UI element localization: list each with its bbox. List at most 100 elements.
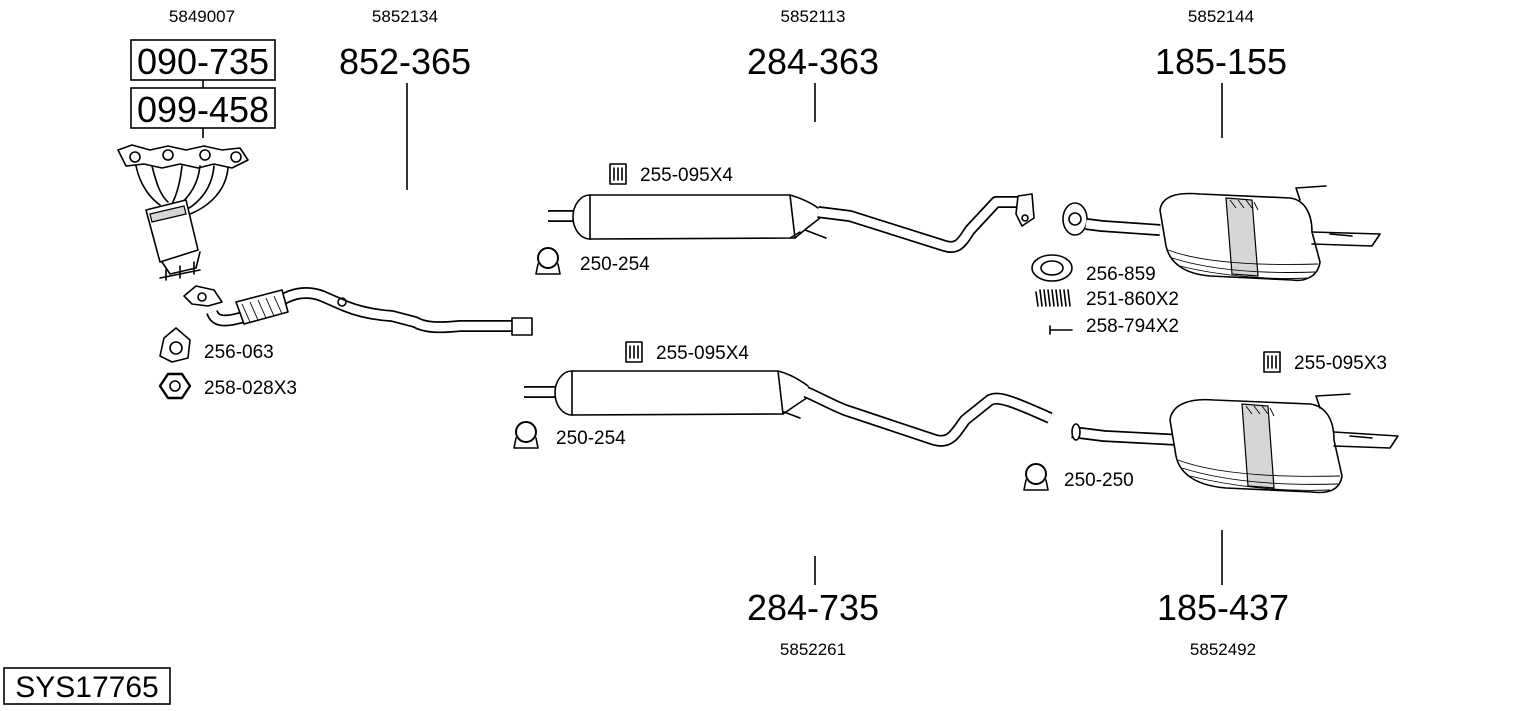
rear-muffler-top-labels: 5852144 185-155: [1155, 7, 1287, 138]
manifold-part-number-1[interactable]: 090-735: [137, 41, 269, 82]
nut-part-number: 258-028X3: [204, 378, 297, 399]
mid-muffler-bottom-body: [571, 370, 784, 416]
manifold-labels: 5849007 090-735 099-458: [130, 7, 276, 138]
mid-muffler-bottom-part-number[interactable]: 284-735: [747, 587, 879, 628]
front-pipe-labels: 5852134 852-365: [339, 7, 471, 190]
manifold-flange-hole: [129, 151, 141, 163]
front-pipe-part-number[interactable]: 852-365: [339, 41, 471, 82]
rubber-mount-detail: [1267, 355, 1277, 369]
rear-muffler-top-drawing[interactable]: [1062, 185, 1381, 282]
rubber-mount-detail: [629, 345, 639, 359]
rear-muffler-bottom-tailpipe: [1315, 393, 1399, 449]
front-pipe-flange: [183, 285, 223, 307]
accessory-gasket-triangle[interactable]: 256-063: [159, 327, 274, 363]
front-pipe-flange-hole: [197, 292, 207, 302]
accessory-mount-bottom-mid[interactable]: 255-095X4: [625, 341, 749, 364]
mount-top-mid-part-number: 255-095X4: [640, 165, 733, 186]
system-code-box: [3, 667, 171, 705]
rear-muffler-top-inlet-flange: [1062, 202, 1088, 236]
front-pipe-tube-inner: [207, 288, 520, 332]
clamp-icon: [1025, 463, 1047, 485]
gasket-triangle-icon: [159, 327, 191, 363]
catalytic-converter-studs: [159, 261, 201, 281]
mid-muffler-top-outlet-flange: [1015, 193, 1035, 227]
mid-muffler-top-part-number[interactable]: 284-363: [747, 41, 879, 82]
spring-icon: [1035, 289, 1071, 307]
clamp-saddle: [513, 437, 539, 449]
mid-muffler-bottom-tailpipe-inner: [804, 388, 1052, 446]
gasket-ring-hole: [1040, 260, 1064, 276]
accessory-mount-top-mid[interactable]: 255-095X4: [609, 163, 733, 186]
catalytic-converter-outlet: [161, 251, 201, 275]
accessory-mount-bottom-rear[interactable]: 255-095X3: [1263, 351, 1387, 374]
mount-bottom-mid-part-number: 255-095X4: [656, 343, 749, 364]
mid-muffler-bottom-oe-number: 5852261: [780, 640, 846, 659]
rubber-mount-detail: [613, 167, 623, 181]
manifold-oe-number: 5849007: [169, 7, 235, 26]
mount-bottom-rear-part-number: 255-095X3: [1294, 353, 1387, 374]
gasket-ring-part-number: 256-859: [1086, 264, 1156, 285]
rear-muffler-top-oe-number: 5852144: [1188, 7, 1254, 26]
system-code: SYS17765: [3, 667, 171, 705]
spring-part-number: 251-860X2: [1086, 289, 1179, 310]
manifold-part-box-1[interactable]: [130, 39, 276, 81]
rear-muffler-bottom-inlet-end: [1071, 423, 1081, 441]
rear-muffler-bottom-hatch: [1245, 405, 1275, 417]
accessory-gasket-ring[interactable]: 256-859: [1031, 254, 1156, 285]
rear-muffler-bottom-hanger: [1349, 435, 1373, 439]
rear-muffler-top-tailpipe: [1295, 185, 1381, 247]
manifold-flange-hole: [230, 151, 242, 163]
manifold-part-number-2[interactable]: 099-458: [137, 89, 269, 130]
bolt-part-number: 258-794X2: [1086, 316, 1179, 337]
rear-muffler-bottom-labels: 185-437 5852492: [1157, 530, 1289, 659]
nut-icon: [158, 372, 192, 400]
mid-muffler-bottom-drawing[interactable]: [524, 370, 1053, 447]
rear-muffler-bottom-ribs: [1177, 459, 1341, 491]
manifold-drawing[interactable]: [117, 144, 249, 281]
front-pipe-drawing[interactable]: [183, 285, 533, 336]
accessory-bolt[interactable]: 258-794X2: [1049, 316, 1179, 337]
mid-muffler-top-drawing[interactable]: [548, 193, 1035, 253]
rear-muffler-bottom-shade: [1241, 403, 1275, 489]
catalytic-converter-band: [149, 205, 187, 223]
rear-muffler-top-shade: [1225, 197, 1259, 277]
mid-muffler-bottom-labels: 284-735 5852261: [747, 556, 879, 659]
clamp-icon: [515, 421, 537, 443]
rear-muffler-top-inlet-hole: [1068, 212, 1082, 226]
rear-muffler-bottom-oe-number: 5852492: [1190, 640, 1256, 659]
system-code-text: SYS17765: [15, 671, 158, 704]
mid-muffler-top-oe-number: 5852113: [781, 7, 846, 26]
manifold-flange-hole: [162, 149, 174, 161]
rear-muffler-top-ribs: [1167, 249, 1319, 279]
clamp-saddle: [535, 263, 561, 275]
manifold-flange-hole: [199, 149, 211, 161]
mid-muffler-top-body: [589, 194, 796, 240]
clamp-icon: [537, 247, 559, 269]
bolt-icon: [1049, 325, 1073, 335]
manifold-part-box-2[interactable]: [130, 87, 276, 129]
rear-muffler-bottom-part-number[interactable]: 185-437: [1157, 587, 1289, 628]
accessory-spring[interactable]: 251-860X2: [1035, 289, 1179, 310]
rear-muffler-top-inlet-pipe-inner: [1085, 219, 1161, 235]
gasket-triangle-hole: [169, 341, 183, 355]
front-pipe-outlet-sleeve: [511, 317, 533, 336]
clamp-bottom-mid-part-number: 250-254: [556, 428, 626, 449]
rear-muffler-top-part-number[interactable]: 185-155: [1155, 41, 1287, 82]
rear-muffler-top-hanger: [1329, 233, 1353, 237]
nut-hole: [169, 380, 181, 392]
front-pipe-flex-mesh: [241, 295, 283, 323]
rear-muffler-bottom-drawing[interactable]: [1071, 393, 1399, 494]
clamp-saddle: [1023, 479, 1049, 491]
front-pipe-oe-number: 5852134: [372, 7, 438, 26]
mid-muffler-top-outlet-taper: [789, 194, 827, 239]
accessory-clamp-top-mid[interactable]: 250-254: [535, 247, 650, 275]
accessory-clamp-bottom-mid[interactable]: 250-254: [513, 421, 626, 449]
manifold-runners: [135, 165, 229, 215]
rear-muffler-top-hatch: [1229, 199, 1259, 211]
front-pipe-sensor-boss: [337, 297, 347, 307]
accessory-nut[interactable]: 258-028X3: [158, 372, 297, 400]
accessory-clamp-bottom-rear[interactable]: 250-250: [1023, 463, 1134, 491]
clamp-bottom-rear-part-number: 250-250: [1064, 470, 1134, 491]
rear-muffler-bottom-inlet-pipe-inner: [1071, 427, 1181, 445]
